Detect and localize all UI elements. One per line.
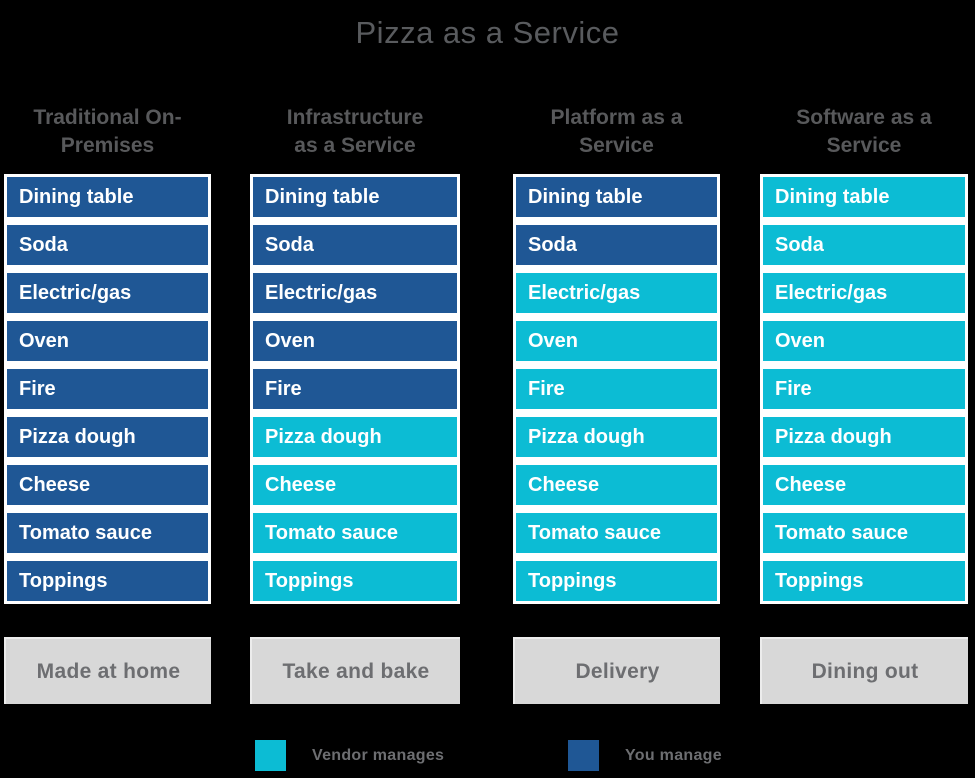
cell-oven: Oven bbox=[253, 321, 457, 361]
column-label-delivery: Delivery bbox=[513, 637, 720, 704]
legend-swatch-you-icon bbox=[568, 740, 599, 771]
legend-label-vendor-manages: Vendor manages bbox=[312, 746, 445, 764]
column-header-platform-as-a-service: Platform as a Service bbox=[513, 104, 720, 160]
cell-soda: Soda bbox=[253, 225, 457, 265]
cell-tomato-sauce: Tomato sauce bbox=[7, 513, 208, 553]
cell-electric-gas: Electric/gas bbox=[253, 273, 457, 313]
cell-pizza-dough: Pizza dough bbox=[253, 417, 457, 457]
column-header-software-as-a-service: Software as a Service bbox=[760, 104, 968, 160]
cell-cheese: Cheese bbox=[763, 465, 965, 505]
cell-cheese: Cheese bbox=[7, 465, 208, 505]
cell-dining-table: Dining table bbox=[516, 177, 717, 217]
cell-electric-gas: Electric/gas bbox=[7, 273, 208, 313]
cell-tomato-sauce: Tomato sauce bbox=[516, 513, 717, 553]
cell-toppings: Toppings bbox=[253, 561, 457, 601]
column-header-traditional-on-premises: Traditional On- Premises bbox=[4, 104, 211, 160]
cell-pizza-dough: Pizza dough bbox=[763, 417, 965, 457]
cell-toppings: Toppings bbox=[763, 561, 965, 601]
cell-pizza-dough: Pizza dough bbox=[516, 417, 717, 457]
legend-item-vendor-manages: Vendor manages bbox=[255, 740, 444, 771]
column-header-line2: as a Service bbox=[294, 134, 416, 157]
cell-tomato-sauce: Tomato sauce bbox=[253, 513, 457, 553]
cell-fire: Fire bbox=[253, 369, 457, 409]
cell-electric-gas: Electric/gas bbox=[516, 273, 717, 313]
cell-tomato-sauce: Tomato sauce bbox=[763, 513, 965, 553]
cell-dining-table: Dining table bbox=[7, 177, 208, 217]
column-header-line2: Service bbox=[579, 134, 654, 157]
legend: Vendor manages You manage bbox=[0, 740, 975, 772]
cell-soda: Soda bbox=[7, 225, 208, 265]
column-label-made-at-home: Made at home bbox=[4, 637, 211, 704]
column-header-line1: Platform as a bbox=[550, 106, 683, 129]
cell-dining-table: Dining table bbox=[763, 177, 965, 217]
column-header-line1: Infrastructure bbox=[286, 106, 424, 129]
legend-swatch-vendor-icon bbox=[255, 740, 286, 771]
cell-cheese: Cheese bbox=[253, 465, 457, 505]
cell-oven: Oven bbox=[763, 321, 965, 361]
column-header-line2: Premises bbox=[60, 134, 155, 157]
cell-pizza-dough: Pizza dough bbox=[7, 417, 208, 457]
cell-fire: Fire bbox=[763, 369, 965, 409]
cell-oven: Oven bbox=[7, 321, 208, 361]
column-header-line1: Traditional On- bbox=[33, 106, 182, 129]
column-header-infrastructure-as-a-service: Infrastructure as a Service bbox=[250, 104, 460, 160]
cell-soda: Soda bbox=[516, 225, 717, 265]
cell-toppings: Toppings bbox=[516, 561, 717, 601]
cell-soda: Soda bbox=[763, 225, 965, 265]
cell-cheese: Cheese bbox=[516, 465, 717, 505]
cell-dining-table: Dining table bbox=[253, 177, 457, 217]
column-header-line2: Service bbox=[826, 134, 902, 157]
cell-fire: Fire bbox=[516, 369, 717, 409]
column-header-line1: Software as a bbox=[796, 106, 932, 129]
column-label-take-and-bake: Take and bake bbox=[250, 637, 460, 704]
column-label-dining-out: Dining out bbox=[760, 637, 968, 704]
cell-oven: Oven bbox=[516, 321, 717, 361]
cell-electric-gas: Electric/gas bbox=[763, 273, 965, 313]
legend-item-you-manage: You manage bbox=[568, 740, 722, 771]
cell-toppings: Toppings bbox=[7, 561, 208, 601]
legend-label-you-manage: You manage bbox=[625, 746, 722, 764]
page-title: Pizza as a Service bbox=[355, 15, 620, 50]
cell-fire: Fire bbox=[7, 369, 208, 409]
